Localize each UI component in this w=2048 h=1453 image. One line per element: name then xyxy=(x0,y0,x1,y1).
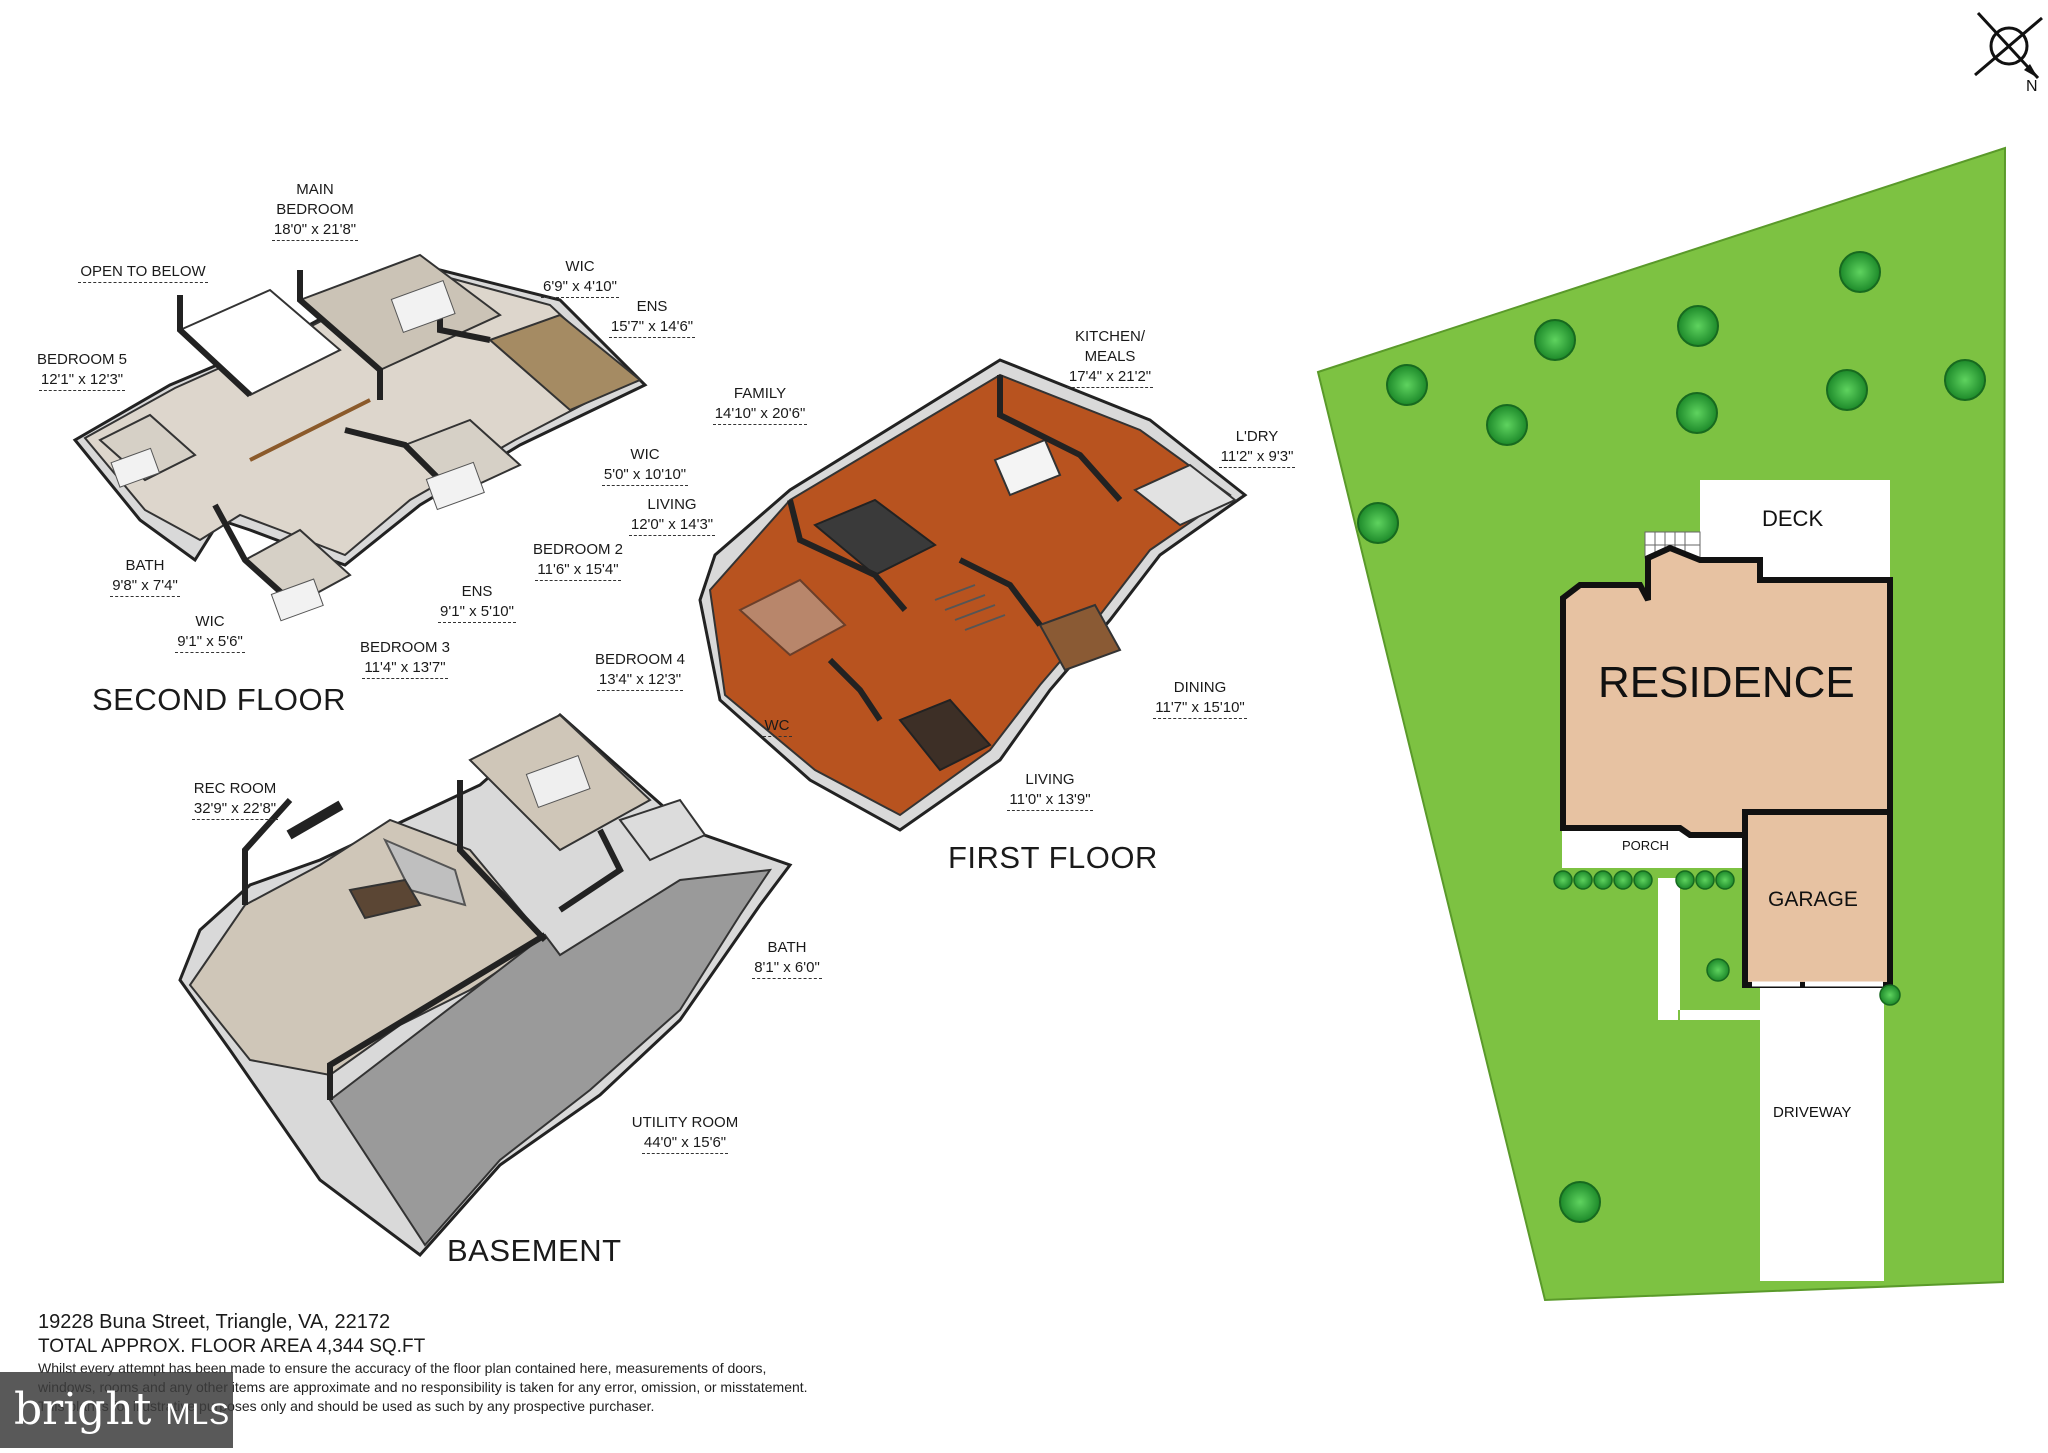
first-floor-drawing xyxy=(698,358,1248,832)
watermark-brand: bright xyxy=(14,1384,152,1435)
room-label-bedroom-3: BEDROOM 3 11'4" x 13'7" xyxy=(345,638,465,679)
room-label-bedroom-4: BEDROOM 4 13'4" x 12'3" xyxy=(580,650,700,691)
room-label-ens-2: ENS 9'1" x 5'10" xyxy=(427,582,527,623)
second-floor-drawing xyxy=(72,253,648,622)
room-label-living-1: LIVING 12'0" x 14'3" xyxy=(617,495,727,536)
compass-icon xyxy=(1974,11,2043,80)
room-label-main-bedroom: MAIN BEDROOM 18'0" x 21'8" xyxy=(255,180,375,241)
room-label-wic-2: WIC 5'0" x 10'10" xyxy=(590,445,700,486)
porch-label: PORCH xyxy=(1622,838,1669,853)
second-floor-title: SECOND FLOOR xyxy=(92,682,347,717)
room-label-ens-1: ENS 15'7" x 14'6" xyxy=(597,297,707,338)
basement-drawing xyxy=(178,713,793,1258)
garage xyxy=(1742,809,1893,988)
site-plan xyxy=(1316,146,2007,1302)
driveway-label: DRIVEWAY xyxy=(1773,1104,1852,1121)
deck-label: DECK xyxy=(1762,506,1824,531)
watermark-suffix: MLS xyxy=(165,1398,231,1431)
room-label-bedroom-5: BEDROOM 5 12'1" x 12'3" xyxy=(27,350,137,391)
room-label-family: FAMILY 14'10" x 20'6" xyxy=(700,384,820,425)
room-label-wc: WC xyxy=(752,716,802,737)
room-label-laundry: L'DRY 11'2" x 9'3" xyxy=(1202,427,1312,468)
north-label: N xyxy=(2026,78,2038,95)
room-label-bath-basement: BATH 8'1" x 6'0" xyxy=(737,938,837,979)
room-label-wic-1: WIC 6'9" x 4'10" xyxy=(525,257,635,298)
total-area: TOTAL APPROX. FLOOR AREA 4,344 SQ.FT xyxy=(38,1336,426,1357)
room-label-kitchen: KITCHEN/ MEALS 17'4" x 21'2" xyxy=(1050,327,1170,388)
room-label-dining: DINING 11'7" x 15'10" xyxy=(1135,678,1265,719)
room-label-bath-2f: BATH 9'8" x 7'4" xyxy=(95,556,195,597)
room-label-utility: UTILITY ROOM 44'0" x 15'6" xyxy=(620,1113,750,1154)
first-floor-title: FIRST FLOOR xyxy=(948,840,1158,875)
residence-label: RESIDENCE xyxy=(1598,658,1855,707)
driveway xyxy=(1760,985,1884,1281)
residence xyxy=(1560,544,1893,838)
room-label-bedroom-2: BEDROOM 2 11'6" x 15'4" xyxy=(518,540,638,581)
room-label-wic-3: WIC 9'1" x 5'6" xyxy=(160,612,260,653)
address: 19228 Buna Street, Triangle, VA, 22172 xyxy=(38,1311,391,1333)
room-label-rec-room: REC ROOM 32'9" x 22'8" xyxy=(175,779,295,820)
garage-label: GARAGE xyxy=(1768,888,1858,911)
basement-title: BASEMENT xyxy=(447,1233,622,1268)
room-label-open-to-below: OPEN TO BELOW xyxy=(78,262,208,283)
room-label-living-2: LIVING 11'0" x 13'9" xyxy=(990,770,1110,811)
bright-mls-watermark: bright MLS xyxy=(0,1372,233,1448)
